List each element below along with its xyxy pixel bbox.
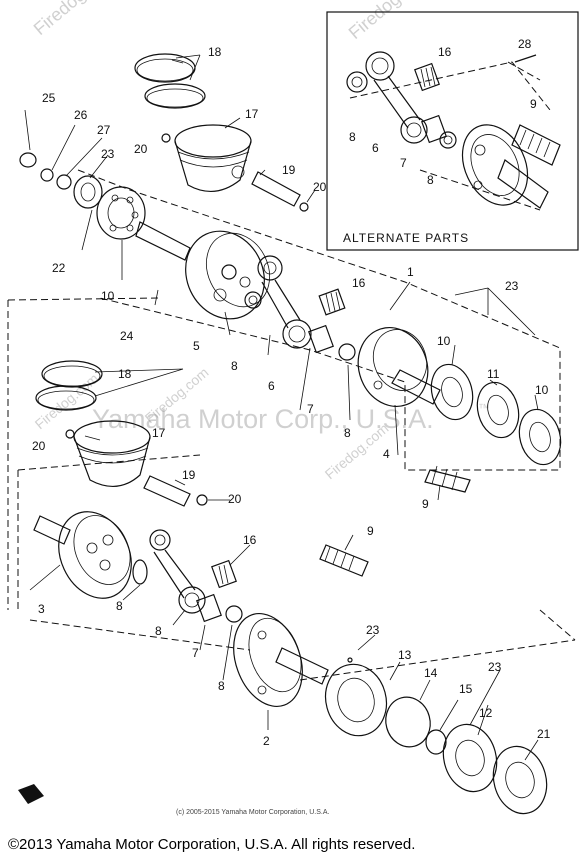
piston-rings-lower <box>35 360 103 411</box>
callout-8g: 8 <box>218 679 225 693</box>
callout-12: 12 <box>479 706 493 720</box>
callout-9a: 9 <box>530 97 537 111</box>
callout-9c: 9 <box>367 524 374 538</box>
callout-2: 2 <box>263 734 270 748</box>
watermark-site-top: Firedog.com <box>30 0 119 39</box>
callout-16c: 16 <box>243 533 257 547</box>
callout-23b: 23 <box>505 279 519 293</box>
callout-1: 1 <box>407 265 414 279</box>
callout-20a: 20 <box>134 142 148 156</box>
left-end-parts <box>19 152 146 240</box>
callout-7a: 7 <box>400 156 407 170</box>
watermark-main: Yamaha Motor Corp., U.S.A. <box>92 404 434 434</box>
copyright-footer: ©2013 Yamaha Motor Corporation, U.S.A. A… <box>8 836 416 853</box>
callout-8b: 8 <box>427 173 434 187</box>
callout-28: 28 <box>518 37 532 51</box>
callout-23d: 23 <box>488 660 502 674</box>
assembly-outline-lower <box>17 454 576 681</box>
leader-lines <box>24 54 539 761</box>
callout-18a: 18 <box>208 45 222 59</box>
callout-21: 21 <box>537 727 551 741</box>
callout-3: 3 <box>38 602 45 616</box>
callout-25: 25 <box>42 91 56 105</box>
callout-8c: 8 <box>231 359 238 373</box>
callout-20d: 20 <box>228 492 242 506</box>
copyright-small: (c) 2005-2015 Yamaha Motor Corporation, … <box>176 809 330 816</box>
piston-pin-upper <box>251 171 309 212</box>
callout-19a: 19 <box>282 163 296 177</box>
alternate-parts-label: ALTERNATE PARTS <box>343 231 470 245</box>
callout-24: 24 <box>120 329 134 343</box>
crank-half-upper <box>135 221 270 320</box>
front-arrow-icon <box>18 784 44 804</box>
watermark-tm: ™ <box>478 401 490 415</box>
callout-23c: 23 <box>366 623 380 637</box>
alternate-parts-box <box>326 11 579 251</box>
callout-17a: 17 <box>245 107 259 121</box>
piston-rings-upper <box>134 53 206 109</box>
main-bearings-right <box>424 363 562 493</box>
watermark-site-alt: Firedog.com <box>345 0 434 43</box>
piston-pin-lower <box>143 475 208 507</box>
callout-6b: 6 <box>268 379 275 393</box>
callout-17b: 17 <box>152 426 166 440</box>
callout-7c: 7 <box>192 646 199 660</box>
callout-23a: 23 <box>101 147 115 161</box>
crank-half-right-upper <box>357 327 441 407</box>
callout-18b: 18 <box>118 367 132 381</box>
callout-10c: 10 <box>535 383 549 397</box>
bottom-bearings <box>324 657 548 815</box>
callout-10b: 10 <box>437 334 451 348</box>
callout-16b: 16 <box>352 276 366 290</box>
callout-11: 11 <box>487 367 500 381</box>
callout-26: 26 <box>74 108 88 122</box>
callout-13: 13 <box>398 648 412 662</box>
callout-8e: 8 <box>116 599 123 613</box>
callout-7b: 7 <box>307 402 314 416</box>
callout-27: 27 <box>97 123 111 137</box>
callout-15: 15 <box>459 682 473 696</box>
crank-half-lower-right <box>233 544 369 708</box>
conrod-lower <box>149 529 243 623</box>
callout-8d: 8 <box>344 426 351 440</box>
callout-9b: 9 <box>422 497 429 511</box>
piston-lower <box>65 420 151 487</box>
callout-20c: 20 <box>32 439 46 453</box>
callout-4: 4 <box>383 447 390 461</box>
callout-5: 5 <box>193 339 200 353</box>
callout-16a: 16 <box>438 45 452 59</box>
callout-14: 14 <box>424 666 438 680</box>
callout-10a: 10 <box>101 289 115 303</box>
crank-half-lower-left <box>33 511 148 599</box>
callout-8a: 8 <box>349 130 356 144</box>
piston-upper <box>161 124 252 192</box>
callout-6a: 6 <box>372 141 379 155</box>
callout-22: 22 <box>52 261 66 275</box>
crankshaft-parts-diagram: Yamaha Motor Corp., U.S.A. ™ Firedog.com… <box>7 0 579 815</box>
conrod-upper <box>244 255 356 361</box>
callout-numbers: 1 2 3 4 5 6 6 7 7 7 8 8 8 8 8 8 8 9 9 9 … <box>32 37 551 748</box>
assembly-outline-upper <box>7 169 561 610</box>
callout-20b: 20 <box>313 180 327 194</box>
callout-8f: 8 <box>155 624 162 638</box>
callout-19b: 19 <box>182 468 196 482</box>
